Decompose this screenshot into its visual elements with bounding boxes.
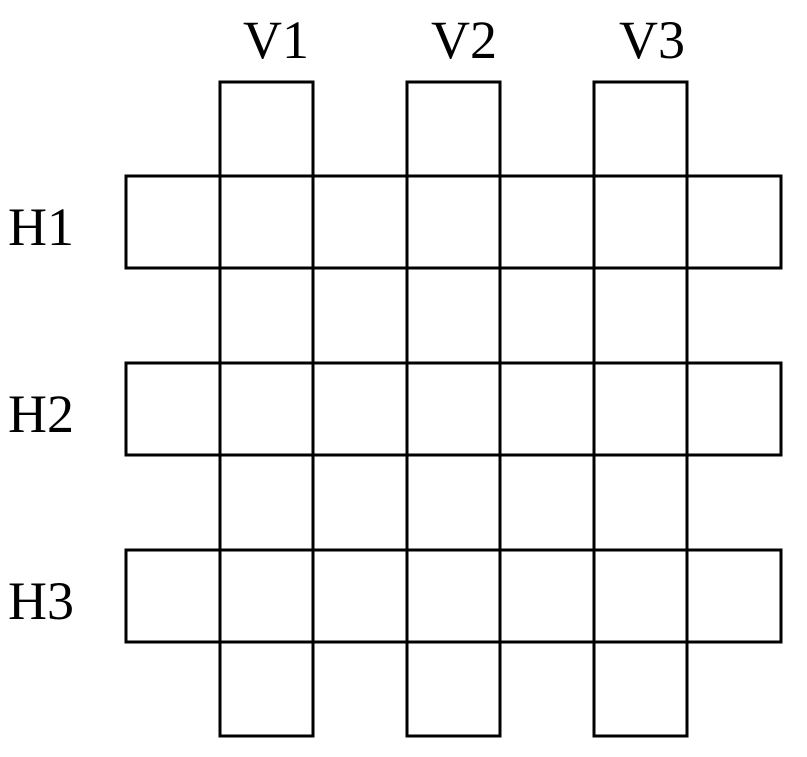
vertical-strip-v3 xyxy=(592,80,689,738)
horizontal-strip-h2 xyxy=(124,361,783,457)
row-label-h2: H2 xyxy=(8,384,74,444)
row-label-h3: H3 xyxy=(8,571,74,631)
horizontal-strips xyxy=(124,174,783,644)
column-label-v2: V2 xyxy=(431,10,497,70)
row-label-h1: H1 xyxy=(8,197,74,257)
vertical-strip-v1 xyxy=(218,80,315,738)
horizontal-strip-h3 xyxy=(124,548,783,644)
interior-dividers xyxy=(218,174,689,644)
vertical-strip-v2 xyxy=(405,80,502,738)
horizontal-strip-h1 xyxy=(124,174,783,270)
column-label-v1: V1 xyxy=(243,10,309,70)
column-label-v3: V3 xyxy=(619,10,685,70)
vertical-strips xyxy=(218,80,689,738)
